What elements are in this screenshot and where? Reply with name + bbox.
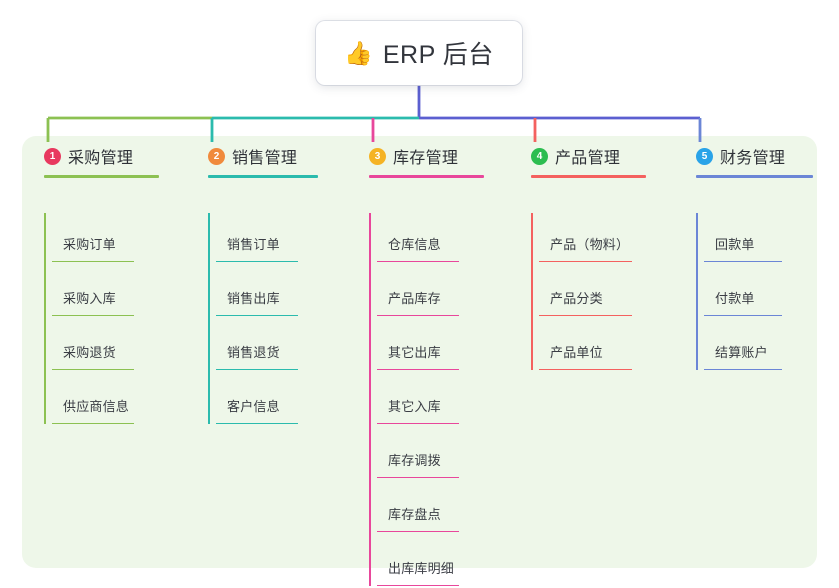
list-item[interactable]: 采购订单 — [44, 222, 136, 262]
list-item-rule — [539, 368, 632, 370]
list-item-label: 采购退货 — [63, 345, 116, 360]
root-node[interactable]: 👍 ERP 后台 — [316, 21, 522, 85]
list-item[interactable]: 采购入库 — [44, 276, 136, 316]
column-badge-4: 4 — [531, 147, 548, 165]
list-item-label: 其它入库 — [388, 399, 441, 414]
list-item-rule — [539, 314, 632, 316]
list-item-rule — [377, 368, 459, 370]
list-item[interactable]: 产品库存 — [369, 276, 461, 316]
column-3: 3 库存管理仓库信息产品库存其它出库其它入库库存调拨库存盘点出库库明细 — [369, 144, 484, 586]
list-item-label: 供应商信息 — [63, 399, 130, 414]
column-5: 5 财务管理回款单付款单结算账户 — [696, 144, 813, 370]
list-item[interactable]: 结算账户 — [696, 330, 784, 370]
list-item-label: 采购订单 — [63, 237, 116, 252]
column-spine-3 — [369, 213, 371, 586]
list-item-label: 结算账户 — [715, 345, 768, 360]
list-item-rule — [377, 476, 459, 478]
column-4: 4 产品管理产品（物料） 产品分类产品单位 — [531, 144, 646, 370]
list-item[interactable]: 出库库明细 — [369, 546, 461, 586]
list-item-rule — [377, 260, 459, 262]
list-item-label: 销售退货 — [227, 345, 280, 360]
list-item-rule — [704, 314, 782, 316]
column-spine-1 — [44, 213, 46, 424]
column-badge-5: 5 — [696, 147, 713, 165]
column-badge-2: 2 — [208, 147, 225, 165]
column-rule-1 — [44, 175, 159, 178]
list-item-label: 库存盘点 — [388, 507, 441, 522]
list-item-label: 销售订单 — [227, 237, 280, 252]
list-item[interactable]: 客户信息 — [208, 384, 300, 424]
list-item-label: 产品单位 — [550, 345, 603, 360]
list-item[interactable]: 产品分类 — [531, 276, 634, 316]
column-2: 2 销售管理销售订单销售出库销售退货客户信息 — [208, 144, 318, 424]
column-title-4: 产品管理 — [555, 150, 621, 167]
list-item[interactable]: 供应商信息 — [44, 384, 136, 424]
list-item-label: 采购入库 — [63, 291, 116, 306]
column-1: 1 采购管理采购订单采购入库采购退货供应商信息 — [44, 144, 159, 424]
thumbs-up-icon: 👍 — [344, 39, 373, 66]
list-item[interactable]: 产品单位 — [531, 330, 634, 370]
list-item-rule — [52, 314, 134, 316]
list-item[interactable]: 其它入库 — [369, 384, 461, 424]
list-item-rule — [216, 260, 298, 262]
column-header-1[interactable]: 1 采购管理 — [44, 144, 159, 168]
column-header-2[interactable]: 2 销售管理 — [208, 144, 318, 168]
list-item[interactable]: 其它出库 — [369, 330, 461, 370]
column-rule-4 — [531, 175, 646, 178]
list-item-rule — [216, 422, 298, 424]
list-item-rule — [539, 260, 632, 262]
list-item-label: 产品库存 — [388, 291, 441, 306]
list-item-label: 产品分类 — [550, 291, 603, 306]
list-item-label: 仓库信息 — [388, 237, 441, 252]
list-item-rule — [216, 314, 298, 316]
column-badge-3: 3 — [369, 147, 386, 165]
column-spine-2 — [208, 213, 210, 424]
list-item[interactable]: 仓库信息 — [369, 222, 461, 262]
list-item-label: 库存调拨 — [388, 453, 441, 468]
column-title-1: 采购管理 — [68, 150, 134, 167]
list-item-rule — [52, 260, 134, 262]
list-item-label: 出库库明细 — [388, 561, 455, 576]
column-header-5[interactable]: 5 财务管理 — [696, 144, 813, 168]
list-item-label: 回款单 — [715, 237, 755, 252]
column-spine-4 — [531, 213, 533, 370]
list-item-rule — [377, 422, 459, 424]
list-item-label: 付款单 — [715, 291, 755, 306]
root-node-content: 👍 ERP 后台 — [344, 35, 494, 71]
column-badge-1: 1 — [44, 147, 61, 165]
column-header-4[interactable]: 4 产品管理 — [531, 144, 646, 168]
list-item[interactable]: 付款单 — [696, 276, 784, 316]
list-item[interactable]: 库存调拨 — [369, 438, 461, 478]
column-rule-5 — [696, 175, 813, 178]
column-spine-5 — [696, 213, 698, 370]
list-item[interactable]: 采购退货 — [44, 330, 136, 370]
list-item[interactable]: 库存盘点 — [369, 492, 461, 532]
list-item-rule — [704, 260, 782, 262]
list-item[interactable]: 销售退货 — [208, 330, 300, 370]
list-item-label: 其它出库 — [388, 345, 441, 360]
column-title-2: 销售管理 — [232, 150, 298, 167]
list-item-rule — [377, 314, 459, 316]
column-rule-3 — [369, 175, 484, 178]
column-title-3: 库存管理 — [393, 150, 459, 167]
list-item-label: 产品（物料） — [550, 237, 630, 252]
list-item[interactable]: 销售订单 — [208, 222, 300, 262]
list-item-rule — [216, 368, 298, 370]
list-item-rule — [704, 368, 782, 370]
list-item[interactable]: 销售出库 — [208, 276, 300, 316]
list-item-rule — [52, 422, 134, 424]
list-item-label: 销售出库 — [227, 291, 280, 306]
list-item-rule — [52, 368, 134, 370]
column-title-5: 财务管理 — [720, 150, 786, 167]
diagram-panel — [22, 136, 817, 568]
list-item-rule — [377, 584, 459, 586]
column-rule-2 — [208, 175, 318, 178]
list-item-label: 客户信息 — [227, 399, 280, 414]
root-node-title: ERP 后台 — [382, 41, 494, 69]
list-item[interactable]: 产品（物料） — [531, 222, 634, 262]
list-item-rule — [377, 530, 459, 532]
column-header-3[interactable]: 3 库存管理 — [369, 144, 484, 168]
list-item[interactable]: 回款单 — [696, 222, 784, 262]
